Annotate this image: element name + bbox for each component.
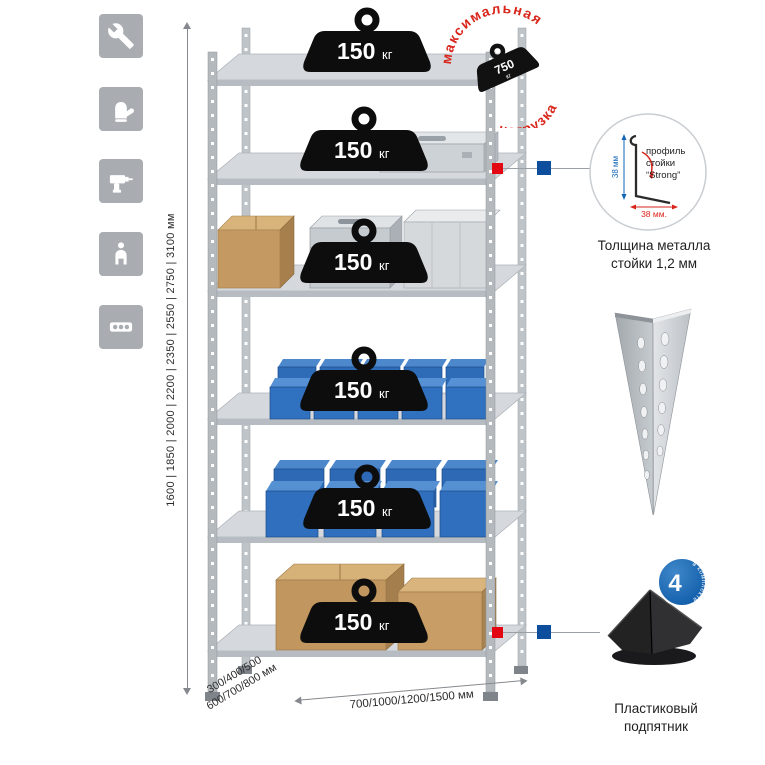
red-marker: [492, 163, 503, 174]
height-dimension-line: [187, 28, 188, 688]
dimension-arrow-left-icon: [294, 696, 302, 706]
icon-box-drill: [99, 159, 143, 203]
weight-value: 150: [334, 137, 372, 163]
weight-unit: кг: [382, 504, 393, 519]
red-marker: [492, 627, 503, 638]
dimension-arrow-up-icon: [183, 22, 191, 29]
callout-line: [503, 632, 600, 633]
weight-value: 150: [337, 495, 375, 521]
weight-unit: кг: [382, 47, 393, 62]
profile-caption-line1: Толщина металла: [597, 238, 711, 253]
gloves-icon: [115, 102, 134, 122]
weight-unit: кг: [379, 618, 390, 633]
profile-caption: Толщина металла стойки 1,2 мм: [576, 237, 732, 272]
weight-icon: 150 кг: [303, 464, 431, 529]
power-strip-icon: [109, 322, 133, 332]
foot-caption-line2: подпятник: [623, 718, 689, 734]
profile-callout-circle: 38 мм 38 мм. профиль стойки “Strong”: [589, 113, 707, 231]
blue-marker: [537, 161, 551, 175]
shelving-unit-illustration: 150 кг 150 кг: [205, 7, 528, 701]
weight-unit: кг: [379, 258, 390, 273]
corner-post-image: [614, 308, 692, 516]
profile-label-line2: стойки: [646, 158, 675, 169]
weight-icon: 150 кг: [300, 218, 428, 283]
weight-unit: кг: [379, 386, 390, 401]
foot-caption-line1: Пластиковый: [614, 701, 698, 716]
dimension-arrow-right-icon: [520, 676, 528, 686]
profile-drawing: [621, 134, 678, 210]
profile-dim-vertical: 38 мм: [611, 156, 620, 178]
weight-icon: 150 кг: [300, 106, 428, 171]
stamp-unit: кг: [505, 72, 513, 81]
kit-count-badge: 4 в комплекте: [657, 557, 707, 607]
weight-icon: 150 кг: [303, 7, 431, 72]
weight-unit: кг: [379, 146, 390, 161]
stamp-weight-icon: 750 кг: [476, 43, 540, 93]
icon-box-power-strip: [99, 305, 143, 349]
foot-caption: Пластиковый подпятник: [584, 700, 728, 735]
profile-label-line3: “Strong”: [646, 170, 680, 181]
weight-value: 150: [334, 249, 372, 275]
profile-dim-horizontal: 38 мм.: [641, 209, 667, 219]
blue-marker: [537, 625, 551, 639]
weight-value: 150: [334, 377, 372, 403]
badge-value: 4: [668, 570, 682, 597]
icon-box-gloves: [99, 87, 143, 131]
plastic-foot-image: [607, 589, 703, 665]
weight-value: 150: [334, 609, 372, 635]
person-icon: [115, 242, 127, 265]
back-posts: [238, 27, 528, 674]
svg-text:нагрузка: нагрузка: [492, 96, 566, 128]
dimension-arrow-down-icon: [183, 688, 191, 695]
stamp-arc-bottom-text: нагрузка: [492, 96, 566, 128]
weight-value: 150: [337, 38, 375, 64]
icon-box-person: [99, 232, 143, 276]
post-holes: [637, 332, 670, 480]
drill-icon: [109, 175, 133, 193]
height-dimension-label: 1600 | 1850 | 2000 | 2200 | 2350 | 2550 …: [165, 213, 177, 507]
front-posts: [205, 51, 498, 701]
cardboard-box: [217, 215, 295, 289]
weight-icon: 150 кг: [300, 578, 428, 643]
profile-label-line1: профиль: [646, 146, 685, 157]
wrench-icon: [108, 23, 134, 49]
max-load-stamp: максимальная нагрузка 750 кг: [438, 4, 566, 128]
weight-icon: 150 кг: [300, 346, 428, 411]
icon-box-assembly: [99, 14, 143, 58]
profile-caption-line2: стойки 1,2 мм: [610, 255, 698, 271]
